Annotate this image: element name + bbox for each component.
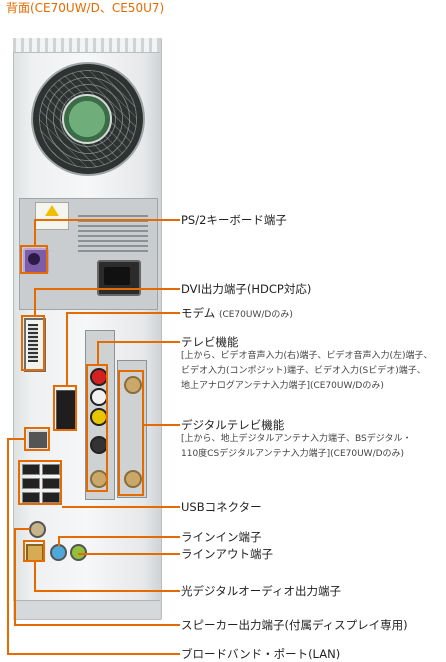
dtv-highlight [118,370,144,496]
leader-lineout-h [78,553,180,555]
label-tv-detail-1: [上から、ビデオ音声入力(右)端子、ビデオ音声入力(左)端子、 [181,351,433,361]
usb-port [42,492,60,503]
label-lineout: ラインアウト端子 [181,547,273,561]
leader-speaker-stub [14,528,30,530]
lan-highlight [24,427,50,451]
ps2-port-socket [28,253,40,265]
label-modem-main: モデム [181,306,216,320]
label-dtv-detail-1: [上から、地上デジタルアンテナ入力端子、BSデジタル・ [181,434,412,444]
usb-port [42,478,60,489]
usb-highlight [18,460,62,505]
usb-port [22,478,40,489]
dvi-pins [28,324,38,362]
label-tv: テレビ機能 [181,335,239,349]
leader-lan-v [7,438,9,655]
label-modem: モデム (CE70UW/Dのみ) [181,305,293,323]
ac-inlet-socket [104,267,130,285]
leader-speaker-h [14,624,180,626]
tv-highlight [86,364,108,492]
terrestrial-digital-antenna-jack [124,376,142,394]
leader-tv-h [97,341,180,343]
label-speaker: スピーカー出力端子(付属ディスプレイ専用) [181,618,408,632]
page-title: 背面(CE70UW/D、CE50U7) [6,1,165,15]
modem-highlight [53,385,77,431]
leader-ps2-top [34,219,180,221]
leader-dtv-h [144,424,180,426]
leader-lan-stub [7,438,25,440]
ps2-highlight [20,245,48,274]
usb-port [42,464,60,475]
warning-icon [45,205,59,216]
label-tv-detail-3: 地上アナログアンテナ入力端子](CE70UW/Dのみ) [181,381,384,391]
leader-dvi-v [34,288,36,316]
leader-dvi-h [34,288,180,290]
chassis-vent-top [13,38,160,53]
label-modem-note: (CE70UW/Dのみ) [218,310,293,320]
usb-port [22,464,40,475]
chassis-bottom [13,600,160,619]
leader-optical-h [34,590,180,592]
leader-lan-h [7,653,180,655]
optical-highlight [23,540,45,562]
label-optical: 光デジタルオーディオ出力端子 [181,584,341,598]
label-tv-detail-2: ビデオ入力(コンポジット)端子、ビデオ入力(Sビデオ)端子、 [181,366,426,376]
leader-modem-v [66,312,68,386]
bs-cs-antenna-jack [124,470,142,488]
label-dtv-detail-2: 110度CSデジタルアンテナ入力端子](CE70UW/Dのみ) [181,449,405,459]
leader-linein-h [58,536,180,538]
fan-hub-icon [62,94,112,144]
leader-linein-v [58,536,60,546]
label-dvi: DVI出力端子(HDCP対応) [181,282,312,296]
leader-modem-h [66,312,180,314]
leader-usb-h [62,506,180,508]
label-lan: ブロードバンド・ポート(LAN) [181,647,341,661]
cooling-fan-icon [31,62,145,176]
usb-port [22,492,40,503]
leader-tv-v [97,341,99,365]
leader-speaker-v [14,528,16,626]
line-in-jack [50,544,67,561]
label-linein: ラインイン端子 [181,530,262,544]
line-out-jack [70,544,87,561]
dvi-highlight [21,315,45,371]
leader-ps2-v [34,219,36,246]
label-dtv: デジタルテレビ機能 [181,418,285,432]
label-usb: USBコネクター [181,500,262,514]
leader-optical-v [34,562,36,592]
label-ps2: PS/2キーボード端子 [181,213,287,227]
psu-vent [78,212,148,252]
speaker-out-jack [29,521,46,538]
